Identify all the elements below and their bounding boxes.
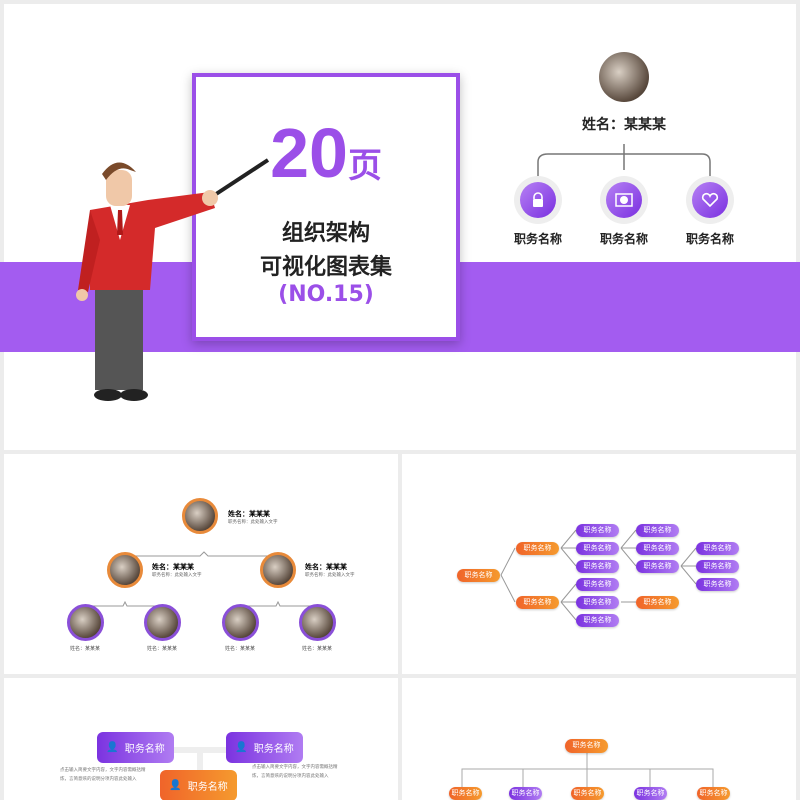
person-name: 姓名：某某某 bbox=[70, 646, 101, 652]
tree-org-slide[interactable]: 职务名称 职务名称 职务名称 职务名称 职务名称 职务名称 职务名称 职务名称 … bbox=[402, 454, 796, 674]
person-name: 姓名：某某某 bbox=[228, 510, 270, 518]
photo-org-slide[interactable]: 姓名：某某某 职务名称：此处输入文字 姓名：某某某 职务名称：此处输入文字 姓名… bbox=[4, 454, 398, 674]
flat-node[interactable]: 职务名称 bbox=[697, 787, 730, 800]
avatar bbox=[107, 552, 143, 588]
lock-icon bbox=[520, 182, 556, 218]
avatar bbox=[182, 498, 218, 534]
role-label: 职务名称 bbox=[513, 232, 562, 246]
role-node[interactable] bbox=[600, 176, 648, 224]
role-box[interactable]: 👤 职务名称 bbox=[97, 732, 174, 763]
flat-node[interactable]: 职务名称 bbox=[449, 787, 482, 800]
description-text: 点击输入简要文字内容，文字内容需概括精炼，言简意赅的说明分项内容此处输入 bbox=[252, 765, 338, 779]
tree-node[interactable]: 职务名称 bbox=[516, 596, 559, 609]
tree-node[interactable]: 职务名称 bbox=[576, 614, 619, 627]
user-icon: 👤 bbox=[169, 780, 182, 791]
box-org-slide[interactable]: 👤 职务名称 👤 职务名称 👤 职务名称 点击输入简要文字内容，文字内容需概括精炼，言… bbox=[4, 678, 398, 800]
tree-node[interactable]: 职务名称 bbox=[696, 578, 739, 591]
tree-node[interactable]: 职务名称 bbox=[457, 569, 500, 582]
avatar bbox=[299, 604, 336, 641]
tree-node[interactable]: 职务名称 bbox=[576, 578, 619, 591]
user-icon: 👤 bbox=[235, 742, 248, 753]
tree-connectors bbox=[500, 529, 697, 621]
tree-node[interactable]: 职务名称 bbox=[696, 542, 739, 555]
role-box[interactable]: 👤 职务名称 bbox=[160, 770, 237, 800]
tree-node[interactable]: 职务名称 bbox=[636, 542, 679, 555]
avatar bbox=[599, 52, 649, 102]
user-icon: 👤 bbox=[106, 742, 119, 753]
connector bbox=[164, 747, 244, 753]
tree-node[interactable]: 职务名称 bbox=[576, 542, 619, 555]
avatar bbox=[260, 552, 296, 588]
count-number: 20 bbox=[270, 114, 348, 192]
role-node[interactable] bbox=[686, 176, 734, 224]
title-line1: 组织架构 bbox=[281, 221, 370, 246]
flat-node[interactable]: 职务名称 bbox=[509, 787, 542, 800]
page-count: 20页 bbox=[196, 113, 456, 206]
avatar bbox=[144, 604, 181, 641]
title-line3: (NO.15) bbox=[278, 282, 374, 307]
person-name: 姓名：某某某 bbox=[147, 646, 178, 652]
tree-node[interactable]: 职务名称 bbox=[696, 560, 739, 573]
avatar bbox=[67, 604, 104, 641]
flat-connectors bbox=[461, 753, 714, 787]
top-org-name: 姓名：某某某 bbox=[582, 117, 666, 133]
tree-node[interactable]: 职务名称 bbox=[636, 596, 679, 609]
role-box[interactable]: 👤 职务名称 bbox=[226, 732, 303, 763]
person-name: 姓名：某某某 bbox=[225, 646, 256, 652]
top-org-connectors bbox=[537, 144, 711, 178]
tree-node[interactable]: 职务名称 bbox=[516, 542, 559, 555]
person-role: 职务名称：此处输入文字 bbox=[305, 573, 355, 578]
description-text: 点击输入简要文字内容，文字内容需概括精炼，言简意赅的说明分项内容此处输入 bbox=[60, 768, 146, 782]
role-box-label: 职务名称 bbox=[253, 744, 294, 755]
flat-node[interactable]: 职务名称 bbox=[571, 787, 604, 800]
connector bbox=[197, 747, 203, 772]
presenter-illustration bbox=[76, 158, 270, 401]
heart-icon bbox=[692, 182, 728, 218]
tree-node[interactable]: 职务名称 bbox=[636, 560, 679, 573]
person-name: 姓名：某某某 bbox=[305, 563, 347, 571]
role-label: 职务名称 bbox=[599, 232, 648, 246]
tree-node[interactable]: 职务名称 bbox=[636, 524, 679, 537]
role-node[interactable] bbox=[514, 176, 562, 224]
person-name: 姓名：某某某 bbox=[302, 646, 333, 652]
count-unit: 页 bbox=[347, 147, 382, 185]
flat-org-slide[interactable]: 职务名称 职务名称 职务名称 职务名称 职务名称 职务名称 bbox=[402, 678, 796, 800]
title-line2: 可视化图表集 bbox=[259, 255, 392, 280]
role-label: 职务名称 bbox=[685, 232, 734, 246]
flat-top-node[interactable]: 职务名称 bbox=[565, 739, 608, 753]
role-box-label: 职务名称 bbox=[187, 782, 228, 793]
money-icon bbox=[606, 182, 642, 218]
role-box-label: 职务名称 bbox=[124, 744, 165, 755]
person-role: 职务名称：此处输入文字 bbox=[152, 573, 202, 578]
flat-node[interactable]: 职务名称 bbox=[634, 787, 667, 800]
person-name: 姓名：某某某 bbox=[152, 563, 194, 571]
tree-node[interactable]: 职务名称 bbox=[576, 524, 619, 537]
tree-node[interactable]: 职务名称 bbox=[576, 560, 619, 573]
tree-node[interactable]: 职务名称 bbox=[576, 596, 619, 609]
person-role: 职务名称：此处输入文字 bbox=[228, 520, 278, 525]
avatar bbox=[222, 604, 259, 641]
